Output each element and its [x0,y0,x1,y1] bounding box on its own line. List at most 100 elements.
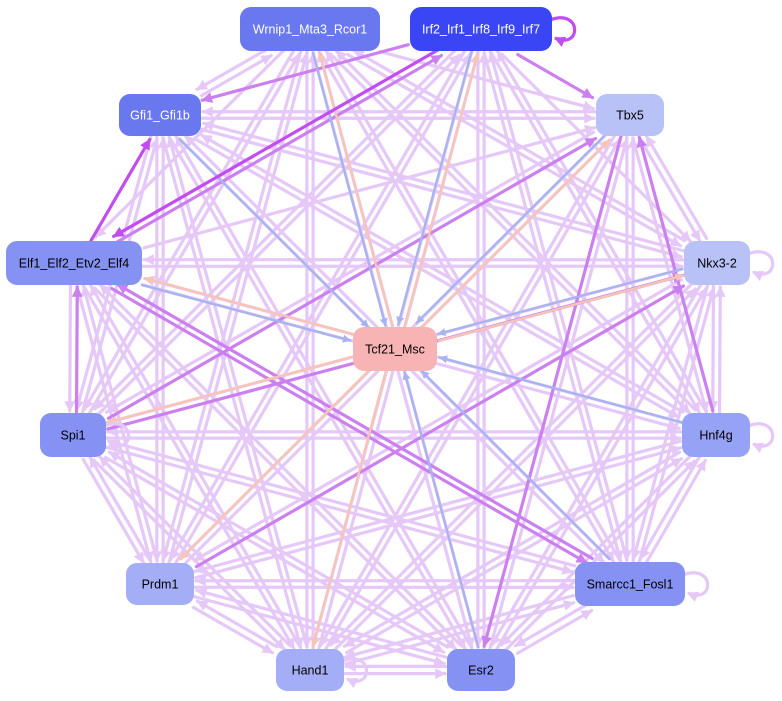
edge-elf-to-tcf21 [141,283,352,343]
edge-tcf21-to-spi1 [106,355,353,425]
node-label: Spi1 [60,429,85,443]
edge-wrnip1-to-gfi1 [195,47,269,91]
node-label: Irf2_Irf1_Irf8_Irf9_Irf7 [422,23,540,37]
edge-gfi1-to-hnf4g [194,138,681,419]
node-label: Hand1 [292,664,329,678]
self-loop-hand1 [341,657,369,688]
edge-esr2-to-smarcc1 [515,608,594,655]
edge-wrnip1-to-prdm1 [160,49,303,562]
edge-wrnip1-to-tcf21 [311,51,388,327]
edge-esr2-to-tcf21 [402,371,480,649]
node-tcf21[interactable]: Tcf21_Msc [353,327,437,371]
edge-prdm1-to-esr2 [192,595,446,667]
edge-elf-to-gfi1 [88,137,152,244]
edge-smarcc1-to-esr2 [513,602,589,648]
edge-tcf21-to-tbx5 [419,138,611,330]
node-hnf4g[interactable]: Hnf4g [682,413,750,457]
node-box [682,413,750,457]
edge-irf-to-nkx32 [500,52,692,243]
edge-elf-to-tbx5 [142,124,597,250]
edge-tcf21-to-prdm1 [179,368,371,561]
edge-prdm1-to-nkx32 [194,284,686,569]
edge-wrnip1-to-smarcc1 [318,51,616,564]
edge-nkx32-to-tbx5 [645,134,709,241]
self-loop-irf [549,16,577,47]
edge-gfi1-to-hand1 [161,136,304,650]
node-box [596,94,664,136]
node-box [126,563,194,605]
node-box [276,649,344,691]
node-label: Hnf4g [699,429,732,443]
edge-smarcc1-to-nkx32 [637,286,717,564]
edge-tcf21-to-nkx32 [437,273,684,343]
edge-nkx32-to-wrnip1 [352,48,687,243]
edge-hnf4g-to-gfi1 [200,133,685,414]
node-spi1[interactable]: Spi1 [40,413,106,457]
node-esr2[interactable]: Esr2 [447,649,515,691]
node-label: Prdm1 [142,578,179,592]
edge-nkx32-to-hnf4g [707,284,719,413]
node-elf[interactable]: Elf1_Elf2_Etv2_Elf4 [6,241,142,285]
edge-hnf4g-to-esr2 [499,454,693,647]
node-label: Esr2 [468,664,494,678]
node-gfi1[interactable]: Gfi1_Gfi1b [119,94,201,136]
node-box [447,649,515,691]
edge-nkx32-to-tcf21 [437,267,684,336]
edge-tbx5-to-spi1 [104,130,596,414]
node-label: Elf1_Elf2_Etv2_Elf4 [19,257,130,271]
self-loop-smarcc1 [682,571,710,602]
edge-hand1-to-spi1 [98,455,292,648]
node-box [40,413,106,457]
edge-gfi1-to-wrnip1 [199,54,273,98]
node-tbx5[interactable]: Tbx5 [596,94,664,136]
edge-wrnip1-to-nkx32 [346,53,683,248]
edge-esr2-to-hnf4g [503,459,697,652]
edge-nkx32-to-smarcc1 [630,283,710,561]
node-wrnip1[interactable]: Wrnip1_Mta3_Rcor1 [240,7,380,51]
edge-prdm1-to-hand1 [191,605,275,655]
node-layer: Wrnip1_Mta3_Rcor1 Irf2_Irf1_Irf8_Irf9_Irf… [6,7,750,691]
edge-smarcc1-to-irf [487,50,629,562]
node-label: Tbx5 [616,109,644,123]
edge-prdm1-to-spi1 [88,455,152,563]
edge-spi1-to-tbx5 [106,136,598,420]
edge-smarcc1-to-hnf4g [644,458,707,565]
edge-esr2-to-tbx5 [488,137,630,651]
edge-elf-to-irf [114,54,443,245]
node-hand1[interactable]: Hand1 [276,649,344,691]
node-irf[interactable]: Irf2_Irf1_Irf8_Irf9_Irf7 [410,7,552,51]
node-label: Smarcc1_Fosl1 [587,578,674,592]
edge-esr2-to-nkx32 [494,286,708,652]
edge-irf-to-gfi1 [200,43,410,103]
node-box [119,94,201,136]
edge-esr2-to-elf [98,283,463,648]
self-loop-layer [103,16,775,688]
edge-elf-to-spi1 [64,284,76,413]
edge-spi1-to-prdm1 [81,457,146,565]
edge-spi1-to-elf [71,285,83,414]
edge-tbx5-to-esr2 [481,134,623,648]
edge-esr2-to-gfi1 [174,134,473,649]
edge-tbx5-to-nkx32 [638,136,702,243]
edge-hand1-to-tbx5 [323,137,622,652]
edge-tcf21-to-wrnip1 [317,51,394,327]
edge-gfi1-to-esr2 [168,136,467,651]
node-prdm1[interactable]: Prdm1 [126,563,194,605]
edge-tcf21-to-irf [403,52,480,328]
edge-hand1-to-smarcc1 [344,600,576,666]
node-nkx32[interactable]: Nkx3-2 [684,241,750,285]
node-box [410,7,552,51]
edge-smarcc1-to-spi1 [107,438,577,568]
edge-hand1-to-nkx32 [332,287,697,652]
edge-smarcc1-to-elf [115,282,594,561]
edge-smarcc1-to-wrnip1 [324,49,622,562]
edge-spi1-to-smarcc1 [104,445,574,575]
edge-hand1-to-prdm1 [195,599,279,649]
node-smarcc1[interactable]: Smarcc1_Fosl1 [575,562,685,606]
edge-irf-to-elf [112,47,441,238]
edge-tcf21-to-elf [143,276,354,336]
self-loop-nkx32 [747,250,775,281]
edge-hnf4g-to-nkx32 [714,285,726,414]
node-box [6,241,142,285]
